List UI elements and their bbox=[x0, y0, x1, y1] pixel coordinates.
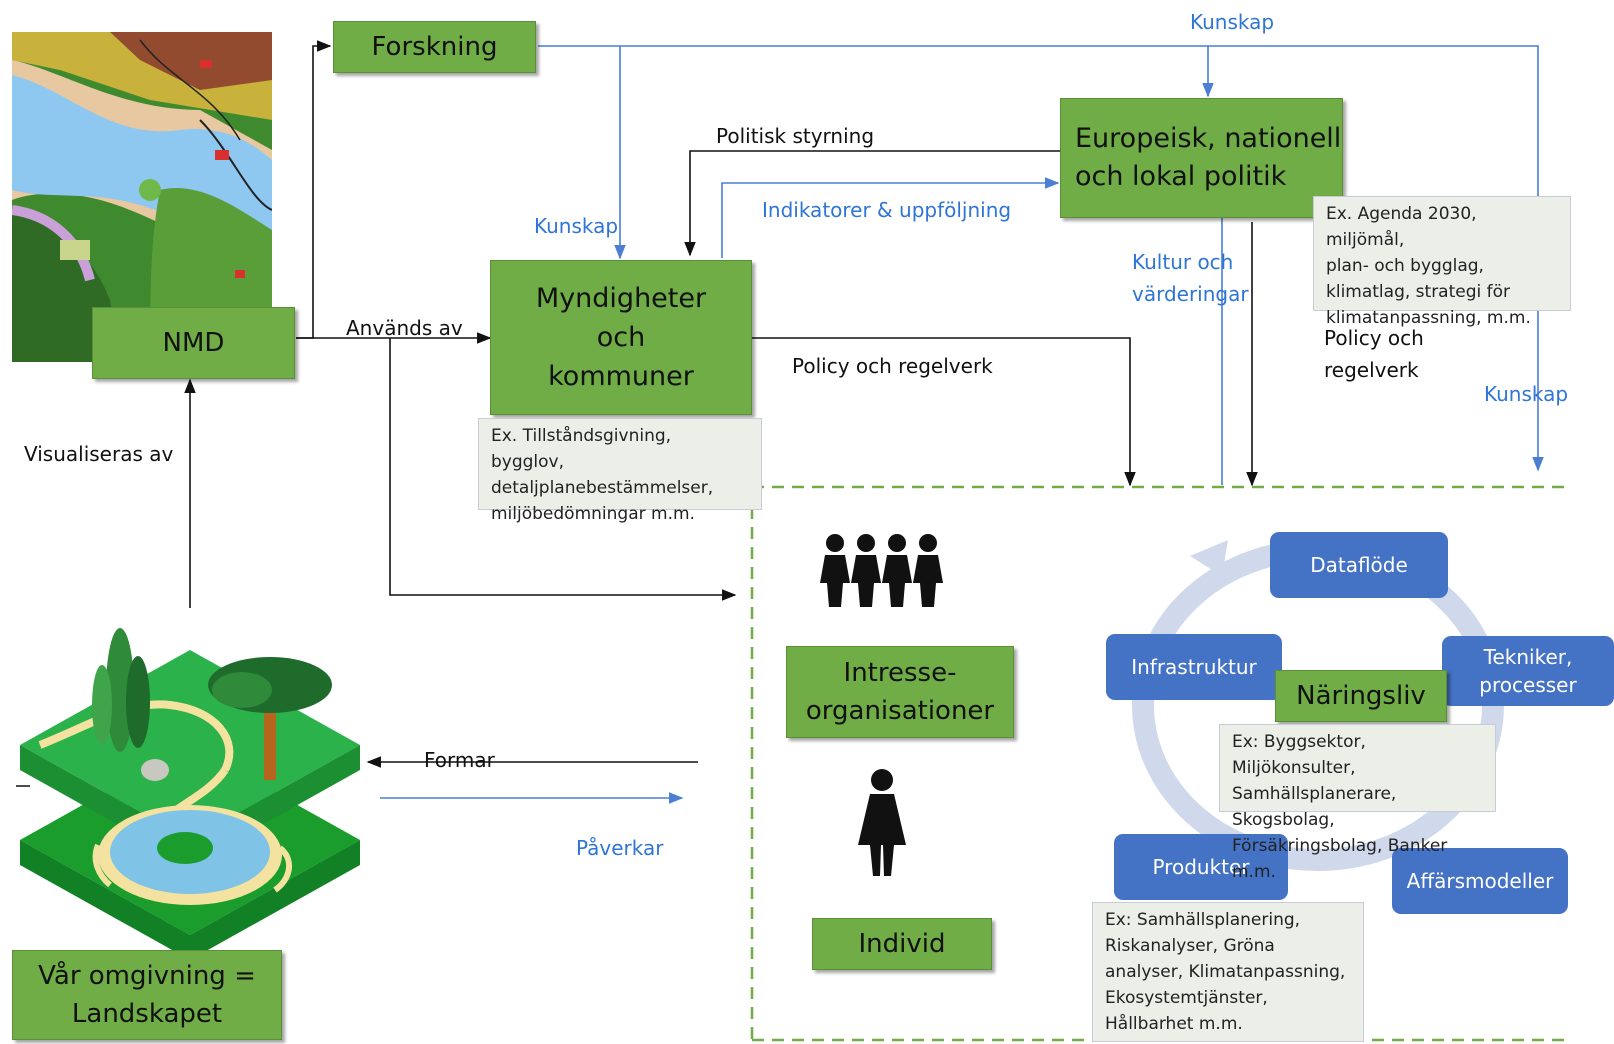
label-policy-regelverk-2b: regelverk bbox=[1324, 358, 1419, 382]
nmd-box: NMD bbox=[92, 307, 295, 379]
politik-box: Europeisk, nationell och lokal politik bbox=[1060, 98, 1343, 218]
label-visualiseras-av: Visualiseras av bbox=[24, 442, 174, 466]
produkter-note-line-2: Riskanalyser, Gröna bbox=[1105, 936, 1275, 956]
label-indikatorer: Indikatorer & uppföljning bbox=[762, 198, 1012, 222]
label-formar: Formar bbox=[424, 748, 495, 772]
label-kunskap-top: Kunskap bbox=[1190, 10, 1275, 34]
label-kultur-1: Kultur och bbox=[1132, 250, 1234, 274]
produkter-note-line-5: Hållbarhet m.m. bbox=[1105, 1014, 1243, 1034]
naringsliv-note: Ex: Byggsektor, Miljökonsulter, Samhälls… bbox=[1219, 724, 1496, 882]
forskning-label: Forskning bbox=[371, 32, 498, 62]
affarsmodeller-box: Affärsmodeller bbox=[1392, 848, 1568, 914]
label-paverkar: Påverkar bbox=[576, 836, 664, 860]
landskapet-box: Vår omgivning = Landskapet bbox=[12, 950, 282, 1040]
map-image bbox=[12, 32, 272, 362]
politik-label-1: Europeisk, nationell bbox=[1075, 123, 1342, 154]
arrow-policy-myndigheter bbox=[752, 337, 1136, 487]
intresse-box: Intresse- organisationer bbox=[786, 646, 1014, 738]
blue-arrows bbox=[380, 45, 1544, 804]
infrastruktur-label: Infrastruktur bbox=[1131, 655, 1257, 679]
individ-box: Individ bbox=[812, 918, 992, 970]
politik-label-2: och lokal politik bbox=[1075, 161, 1287, 192]
infrastruktur-box: Infrastruktur bbox=[1106, 634, 1282, 700]
label-anvands-av: Används av bbox=[346, 316, 463, 340]
arrow-forskning-kunskap bbox=[538, 45, 1544, 472]
myndigheter-note: Ex. Tillståndsgivning, bygglov, detaljpl… bbox=[478, 418, 762, 524]
naringsliv-note-line-1: Ex: Byggsektor, Miljökonsulter, bbox=[1232, 732, 1366, 778]
person-icon bbox=[858, 769, 906, 876]
politik-note-line-3: klimatlag, strategi för bbox=[1326, 282, 1511, 302]
dataflode-label: Dataflöde bbox=[1310, 553, 1408, 577]
naringsliv-note-line-2: Samhällsplanerare, Skogsbolag, bbox=[1232, 784, 1397, 830]
people-group-icon bbox=[820, 534, 943, 607]
landscape-image bbox=[20, 628, 360, 960]
individ-label: Individ bbox=[858, 929, 946, 959]
produkter-note-line-3: analyser, Klimatanpassning, bbox=[1105, 962, 1346, 982]
tekniker-box: Tekniker, processer bbox=[1442, 636, 1614, 706]
politik-note: Ex. Agenda 2030, miljömål, plan- och byg… bbox=[1313, 196, 1571, 328]
label-policy-regelverk-1: Policy och regelverk bbox=[792, 354, 993, 378]
arrow-indikatorer bbox=[721, 177, 1060, 258]
intresse-label-2: organisationer bbox=[805, 696, 995, 726]
arrow-nmd-forskning bbox=[296, 40, 332, 339]
myndigheter-label-1: Myndigheter bbox=[535, 283, 707, 314]
naringsliv-label: Näringsliv bbox=[1296, 681, 1426, 711]
politik-note-line-4: klimatanpassning, m.m. bbox=[1326, 308, 1531, 328]
forskning-box: Forskning bbox=[333, 21, 536, 73]
tekniker-label-1: Tekniker, bbox=[1483, 645, 1573, 669]
politik-note-line-1: Ex. Agenda 2030, miljömål, bbox=[1326, 204, 1477, 250]
myndigheter-box: Myndigheter och kommuner bbox=[490, 260, 752, 415]
label-kultur: Kultur och värderingar bbox=[1132, 246, 1249, 310]
produkter-note-line-4: Ekosystemtjänster, bbox=[1105, 988, 1268, 1008]
tekniker-label-2: processer bbox=[1479, 673, 1577, 697]
landskapet-label-2: Landskapet bbox=[71, 999, 223, 1029]
produkter-box: Produkter bbox=[1114, 834, 1288, 900]
label-kunskap-left: Kunskap bbox=[534, 214, 619, 238]
naringsliv-note-line-3: Försäkringsbolag, Banker m.m. bbox=[1232, 836, 1448, 882]
label-policy-regelverk-2a: Policy och bbox=[1324, 326, 1424, 350]
intresse-label-1: Intresse- bbox=[843, 658, 957, 688]
produkter-label: Produkter bbox=[1152, 855, 1250, 879]
label-kunskap-right: Kunskap bbox=[1484, 382, 1569, 406]
nmd-label: NMD bbox=[162, 328, 225, 358]
label-kultur-2: värderingar bbox=[1132, 282, 1249, 306]
myndigheter-label-2: och bbox=[596, 322, 646, 353]
myndigheter-label-3: kommuner bbox=[548, 361, 694, 392]
arrow-politisk-styrning bbox=[684, 150, 1060, 257]
arrow-nmd-region bbox=[389, 338, 737, 601]
landskapet-label-1: Vår omgivning = bbox=[38, 961, 256, 991]
produkter-note-line-1: Ex: Samhällsplanering, bbox=[1105, 910, 1301, 930]
affarsmodeller-label: Affärsmodeller bbox=[1406, 869, 1554, 893]
myndigheter-note-line-1: Ex. Tillståndsgivning, bygglov, bbox=[491, 426, 672, 472]
myndigheter-note-line-3: miljöbedömningar m.m. bbox=[491, 504, 695, 524]
label-politisk-styrning: Politisk styrning bbox=[716, 124, 875, 148]
naringsliv-box: Näringsliv bbox=[1275, 670, 1447, 722]
black-arrows bbox=[184, 40, 1258, 768]
politik-note-line-2: plan- och bygglag, bbox=[1326, 256, 1484, 276]
dataflode-box: Dataflöde bbox=[1270, 532, 1448, 598]
myndigheter-note-line-2: detaljplanebestämmelser, bbox=[491, 478, 714, 498]
produkter-note: Ex: Samhällsplanering, Riskanalyser, Grö… bbox=[1092, 902, 1364, 1042]
label-policy-regelverk-2: Policy och regelverk bbox=[1324, 322, 1424, 386]
